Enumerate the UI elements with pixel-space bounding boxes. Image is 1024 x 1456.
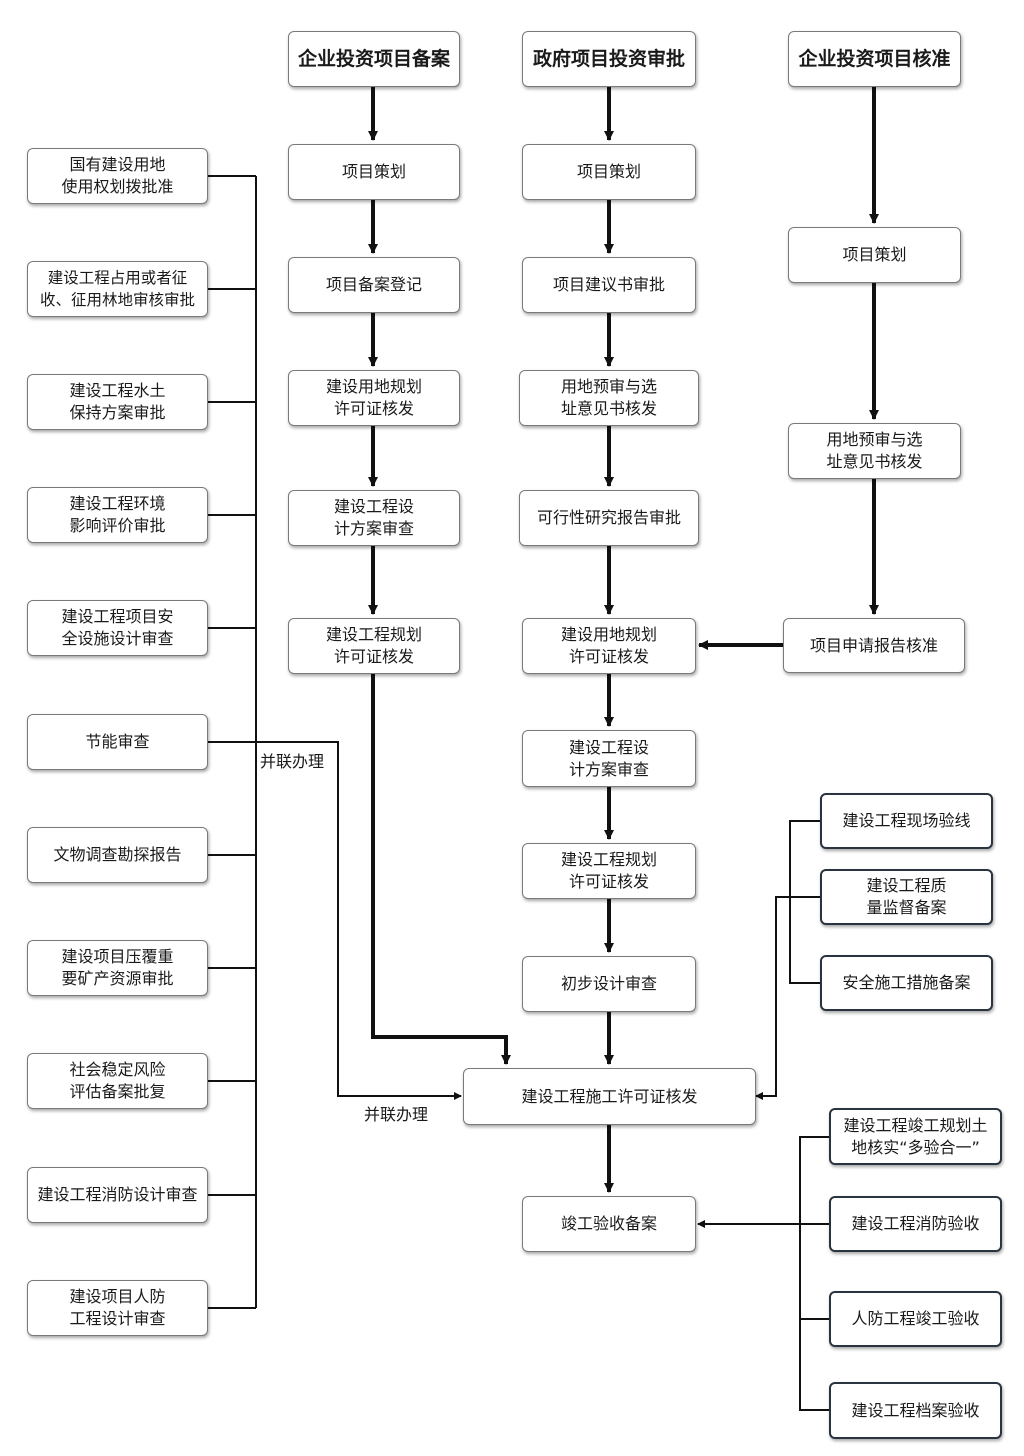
- approval-step[interactable]: 用地预审与选 址意见书核发: [788, 423, 961, 479]
- government-step[interactable]: 建设工程规划 许可证核发: [522, 843, 696, 899]
- permit-prereq-item[interactable]: 建设工程质 量监督备案: [820, 869, 993, 925]
- government-step[interactable]: 用地预审与选 址意见书核发: [519, 370, 699, 426]
- government-header[interactable]: 政府项目投资审批: [522, 31, 696, 87]
- parallel-label: 并联办理: [260, 752, 325, 771]
- parallel-item[interactable]: 建设项目压覆重 要矿产资源审批: [27, 940, 208, 996]
- parallel-label: 并联办理: [364, 1105, 429, 1124]
- parallel-item[interactable]: 建设项目人防 工程设计审查: [27, 1280, 208, 1336]
- parallel-item[interactable]: 建设工程水土 保持方案审批: [27, 374, 208, 430]
- acceptance-item[interactable]: 人防工程竣工验收: [829, 1291, 1002, 1347]
- government-step[interactable]: 初步设计审查: [522, 956, 696, 1012]
- approval-column-arrows: [698, 87, 879, 650]
- permit-prereq-item[interactable]: 安全施工措施备案: [820, 955, 993, 1011]
- filing-column-arrows: [368, 87, 511, 1065]
- parallel-item[interactable]: 节能审查: [27, 714, 208, 770]
- government-step[interactable]: 建设工程设 计方案审查: [522, 730, 696, 787]
- government-step[interactable]: 可行性研究报告审批: [519, 490, 699, 546]
- filing-step[interactable]: 建设工程设 计方案审查: [288, 490, 460, 546]
- government-step[interactable]: 项目建议书审批: [522, 257, 696, 313]
- completion-acceptance-box[interactable]: 竣工验收备案: [522, 1196, 696, 1252]
- parallel-item[interactable]: 建设工程项目安 全设施设计审查: [27, 600, 208, 656]
- government-step[interactable]: 建设用地规划 许可证核发: [522, 618, 696, 674]
- filing-step[interactable]: 建设用地规划 许可证核发: [288, 370, 460, 426]
- permit-prereq-item[interactable]: 建设工程现场验线: [820, 793, 993, 849]
- acceptance-bracket-lines: [697, 1136, 829, 1411]
- parallel-item[interactable]: 社会稳定风险 评估备案批复: [27, 1053, 208, 1109]
- filing-header[interactable]: 企业投资项目备案: [288, 31, 460, 87]
- construction-permit-box[interactable]: 建设工程施工许可证核发: [463, 1068, 756, 1125]
- parallel-bus-lines: [208, 175, 462, 1309]
- parallel-item[interactable]: 文物调查勘探报告: [27, 827, 208, 883]
- approval-header[interactable]: 企业投资项目核准: [788, 31, 961, 87]
- approval-step[interactable]: 项目申请报告核准: [783, 618, 965, 673]
- approval-step[interactable]: 项目策划: [788, 227, 961, 283]
- prereq-bracket-lines: [755, 820, 820, 1100]
- filing-step[interactable]: 项目备案登记: [288, 257, 460, 313]
- acceptance-item[interactable]: 建设工程竣工规划土 地核实“多验合一”: [829, 1108, 1002, 1165]
- government-step[interactable]: 项目策划: [522, 144, 696, 200]
- parallel-item[interactable]: 建设工程环境 影响评价审批: [27, 487, 208, 543]
- acceptance-item[interactable]: 建设工程档案验收: [829, 1382, 1002, 1439]
- parallel-item[interactable]: 建设工程消防设计审查: [27, 1167, 208, 1223]
- parallel-item[interactable]: 建设工程占用或者征 收、征用林地审核审批: [27, 261, 208, 317]
- acceptance-item[interactable]: 建设工程消防验收: [829, 1196, 1002, 1252]
- filing-step[interactable]: 项目策划: [288, 144, 460, 200]
- parallel-item[interactable]: 国有建设用地 使用权划拨批准: [27, 148, 208, 204]
- filing-step[interactable]: 建设工程规划 许可证核发: [288, 618, 460, 674]
